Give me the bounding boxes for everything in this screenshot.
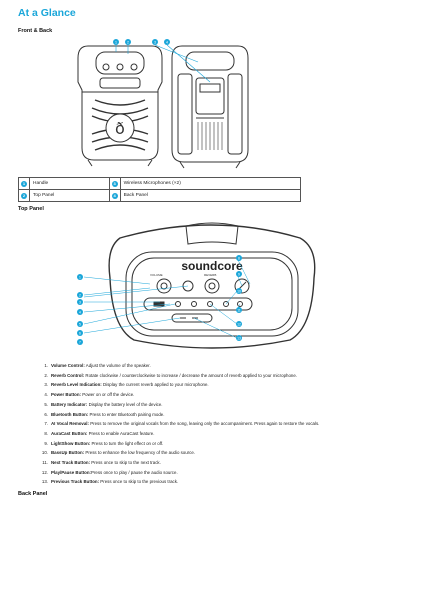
callout-number: 9: [238, 272, 240, 276]
callout-badge: [113, 39, 119, 45]
callout-number: 10: [237, 289, 241, 293]
list-item: 8.AuraCast Button: Press to enable AuraC…: [44, 430, 155, 436]
list-item: 12.Play/Pause Button:Press once to play …: [41, 469, 178, 475]
reverb-label: REVERB: [204, 273, 216, 277]
table-cell: Top Panel: [29, 189, 110, 202]
callout-badge: 3: [111, 180, 118, 187]
table-cell: Handle: [29, 177, 110, 190]
list-item: 5.Battery Indicator: Display the battery…: [44, 401, 163, 407]
top-callouts-right: 8 9 10 11 12 13: [236, 255, 242, 341]
list-item: 2.Reverb Control: Rotate clockwise / cou…: [44, 372, 297, 378]
callout-badge: 4: [111, 192, 118, 199]
callout-number: 13: [237, 336, 241, 340]
list-item: 1.Volume Control: Adjust the volume of t…: [44, 363, 151, 368]
list-item: 13.Previous Track Button: Press once to …: [41, 479, 179, 485]
callout-number: 4: [79, 310, 81, 314]
list-item: 9.LightShow Button: Press to turn the li…: [44, 440, 164, 446]
list-item: 4.Power Button: Power on or off the devi…: [44, 392, 135, 398]
feature-list: 1.Volume Control: Adjust the volume of t…: [36, 361, 319, 487]
callout-number: 1: [115, 41, 117, 45]
list-item: 6.Bluetooth Button: Press to enter Bluet…: [44, 411, 165, 417]
back-speaker-drawing: [171, 45, 249, 169]
list-item: 3.Reverb Level Indication: Display the c…: [44, 382, 209, 388]
table-row: 1 Handle 3 Wireless Microphones (×2): [18, 177, 302, 190]
callout-number: 6: [79, 331, 81, 335]
callout-number: 3: [79, 300, 81, 304]
callout-number: 11: [237, 308, 241, 312]
table-cell: Back Panel: [119, 189, 302, 202]
callout-leaders: [83, 257, 251, 339]
top-panel-heading: Top Panel: [18, 206, 44, 212]
front-speaker-drawing: ð: [77, 45, 163, 167]
callout-number: 2: [127, 41, 129, 45]
front-back-heading: Front & Back: [18, 28, 53, 34]
front-back-illustration: ð 1 2: [77, 39, 249, 169]
volume-label: VOLUME: [150, 273, 163, 277]
callout-badge: [164, 39, 170, 45]
table-row: 2 Top Panel 4 Back Panel: [18, 189, 302, 202]
callout-number: 5: [79, 322, 81, 326]
front-callouts: 1 2 3 4: [113, 39, 170, 45]
callout-number: 12: [237, 322, 241, 326]
top-callouts-left: 1 2 3 4 5 6 7: [77, 274, 83, 345]
callout-number: 3: [154, 41, 156, 45]
callout-number: 4: [166, 41, 168, 45]
svg-text:ð: ð: [115, 119, 125, 138]
list-item: 11.Next Track Button: Press once to skip…: [42, 460, 161, 466]
page-title: At a Glance: [18, 7, 76, 19]
parts-table: 1 Handle 3 Wireless Microphones (×2) 2 T…: [18, 177, 302, 202]
callout-number: 2: [79, 293, 81, 297]
callout-badge: [125, 39, 131, 45]
list-item: 10.BassUp Button: Press to enhance the l…: [41, 450, 195, 456]
top-panel-illustration: soundcore VOLUME REVERB 1 2 3 4 5 6 7 8 …: [77, 222, 316, 349]
list-item: 7.AI Vocal Removal: Press to remove the …: [44, 421, 320, 427]
callout-badge: 2: [21, 192, 27, 199]
soundcore-logo: soundcore: [181, 259, 243, 273]
callout-number: 1: [79, 275, 81, 279]
callout-number: 8: [238, 256, 240, 260]
callout-badge: [152, 39, 158, 45]
table-cell: Wireless Microphones (×2): [119, 177, 302, 190]
callout-badge: 1: [21, 180, 27, 187]
back-panel-heading: Back Panel: [18, 491, 48, 497]
callout-number: 7: [79, 340, 81, 344]
